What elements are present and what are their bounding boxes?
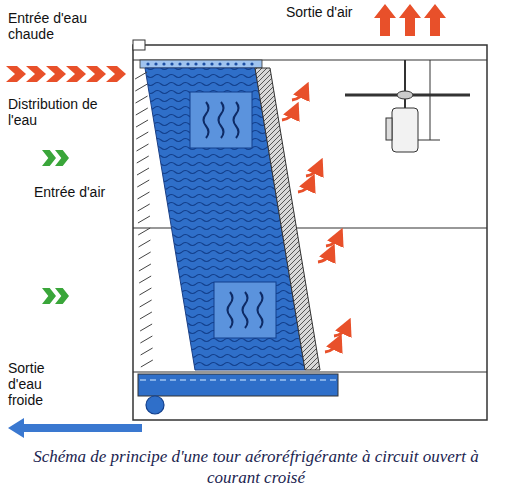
outlet-pipe [146,396,164,414]
distribution-basin [140,60,262,68]
label: Sortie d'eau froide [8,360,63,408]
flow-chevron [6,66,26,82]
label: Entrée d'air [34,184,105,200]
flow-chevron [66,66,86,82]
label: Sortie d'air [286,4,352,20]
flow-chevron [55,150,69,166]
label: Distribution de l'eau [8,96,108,128]
tower-housing [133,45,487,420]
flow-chevron [42,288,56,304]
caption: Schéma de principe d'une tour aéroréfrig… [20,446,492,488]
flow-chevron [55,288,69,304]
flow-chevron [46,66,66,82]
fan [345,60,470,152]
cold-water-basin [138,374,338,396]
flow-chevron [86,66,106,82]
flow-chevron [42,150,56,166]
air-outlet-arrows [374,4,446,36]
cold-water-outlet-arrow [8,418,142,438]
flow-chevron [106,66,126,82]
label: Entrée d'eau chaude [8,10,108,42]
flow-chevron [26,66,46,82]
